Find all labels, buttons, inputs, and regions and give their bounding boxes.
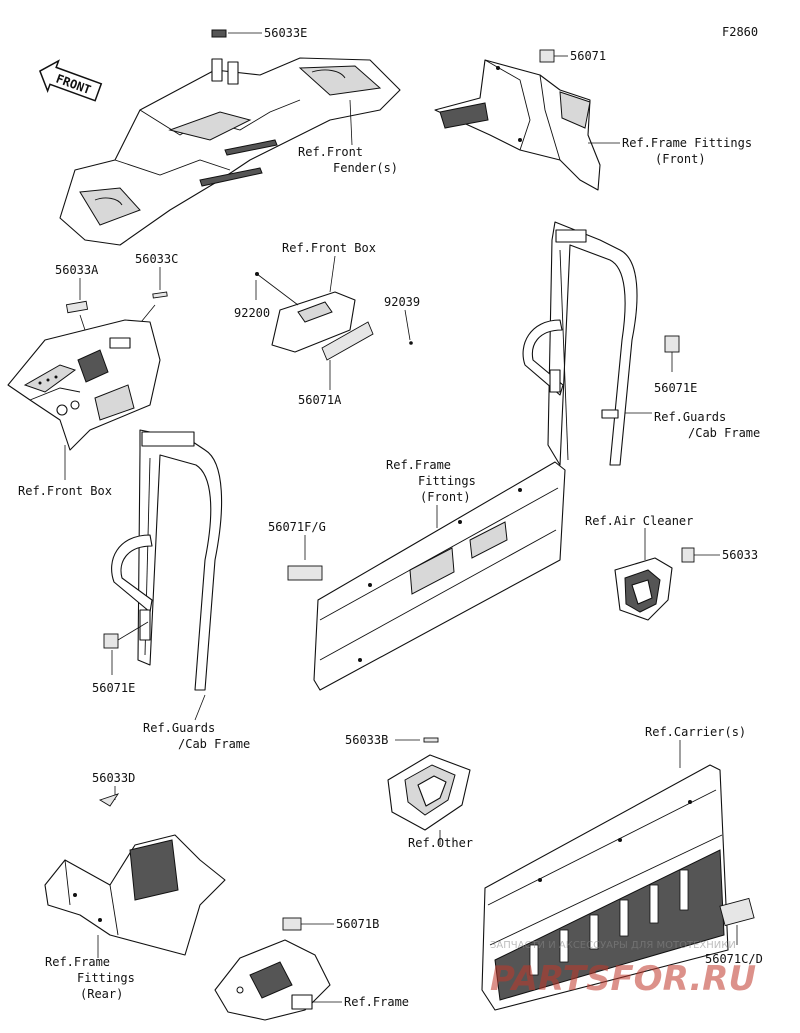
label-ref-guards-right-a: Ref.Guards (654, 410, 726, 424)
label-92039: 92039 (384, 295, 420, 309)
label-56033A: 56033A (55, 263, 99, 277)
other-cover (387, 754, 471, 831)
front-arrow-icon: FRONT (38, 59, 103, 102)
label-ref-frame-fittings-front-top-a: Ref.Frame Fittings (622, 136, 752, 150)
rear-frame-bracket (214, 939, 331, 1021)
label-56071: 56071 (570, 49, 606, 63)
label-ref-frame-fittings-rear-a: Ref.Frame (45, 955, 110, 969)
label-ref-frame-fittings-rear-b: Fittings (77, 971, 135, 985)
label-ref-guards-right-b: /Cab Frame (688, 426, 760, 440)
cab-frame-guard-right (522, 221, 638, 466)
label-ref-frame-fittings-rear-c: (Rear) (80, 987, 123, 1001)
label-56033E: 56033E (264, 26, 307, 40)
rear-carrier (481, 764, 729, 1011)
label-ref-front-box-top: Ref.Front Box (282, 241, 376, 255)
label-ref-front-box-left: Ref.Front Box (18, 484, 112, 498)
watermark: ЗАПЧАСТИ И АКСЕССУАРЫ ДЛЯ МОТОТЕХНИКИ PA… (490, 940, 756, 999)
label-ref-frame: Ref.Frame (344, 995, 409, 1009)
front-box-lid (271, 291, 374, 361)
frame-fittings-front-top (434, 49, 601, 191)
label-56071E-left: 56071E (92, 681, 135, 695)
diagram-code: F2860 (722, 25, 758, 39)
cab-frame-guard-left (111, 429, 223, 691)
watermark-brand: PARTSFOR.RU (490, 959, 756, 999)
rear-frame-fittings (44, 834, 226, 956)
label-ref-frame-fittings-front-top-b: (Front) (655, 152, 706, 166)
air-cleaner (614, 557, 673, 621)
label-56033: 56033 (722, 548, 758, 562)
label-56071FG: 56071F/G (268, 520, 326, 534)
label-ref-other: Ref.Other (408, 836, 473, 850)
label-92200: 92200 (234, 306, 270, 320)
label-56033B: 56033B (345, 733, 388, 747)
label-ref-frame-fittings-center-a: Ref.Frame (386, 458, 451, 472)
dashboard-panel (7, 319, 161, 451)
label-ref-front-fenders-a: Ref.Front (298, 145, 363, 159)
label-56071CD: 56071C/D (705, 952, 763, 966)
label-56071E-right: 56071E (654, 381, 697, 395)
label-56071A: 56071A (298, 393, 342, 407)
label-56033D: 56033D (92, 771, 135, 785)
label-56071B: 56071B (336, 917, 379, 931)
label-ref-air-cleaner: Ref.Air Cleaner (585, 514, 693, 528)
label-56033C: 56033C (135, 252, 178, 266)
watermark-tagline: ЗАПЧАСТИ И АКСЕССУАРЫ ДЛЯ МОТОТЕХНИКИ (490, 940, 736, 951)
label-ref-carriers: Ref.Carrier(s) (645, 725, 746, 739)
frame-panel-center (313, 461, 566, 691)
label-ref-front-fenders-b: Fender(s) (333, 161, 398, 175)
front-fender-assembly (59, 29, 401, 246)
label-ref-frame-fittings-center-b: Fittings (418, 474, 476, 488)
label-ref-frame-fittings-center-c: (Front) (420, 490, 471, 504)
label-ref-guards-left-a: Ref.Guards (143, 721, 215, 735)
label-ref-guards-left-b: /Cab Frame (178, 737, 250, 751)
